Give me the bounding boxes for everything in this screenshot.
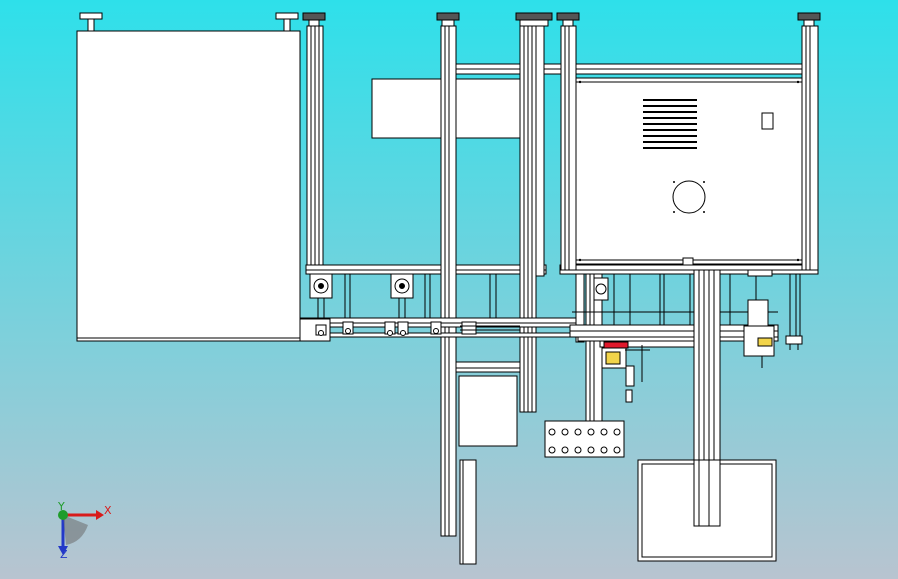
z-axis-label: Z: [60, 548, 68, 561]
vent-grille: [643, 99, 697, 149]
cabinet-window: [761, 112, 774, 130]
center-column-right[interactable]: [515, 12, 553, 413]
stepper-motor-middle[interactable]: [386, 273, 418, 319]
left-cabinet-panel[interactable]: [76, 12, 301, 342]
electrical-cabinet[interactable]: [575, 77, 803, 266]
z-axis-arrowhead: [58, 546, 68, 555]
collection-bin[interactable]: [637, 459, 777, 562]
cabinet-round-fan[interactable]: [672, 180, 706, 214]
x-axis-label: X: [104, 504, 112, 517]
y-axis-label: Y: [58, 500, 65, 513]
triad-shadow: [63, 515, 88, 545]
stepper-motor-left[interactable]: [305, 273, 337, 319]
y-axis-dot: [58, 510, 68, 520]
right-lower-mechanism[interactable]: [569, 269, 803, 439]
x-axis-arrowhead: [96, 510, 104, 520]
lower-center-frame[interactable]: [455, 361, 521, 565]
perforated-plate[interactable]: [544, 420, 625, 458]
rail-clamps: [315, 321, 520, 336]
center-column-left[interactable]: [436, 12, 460, 537]
lower-struts: [344, 274, 497, 318]
cabinet-screws: [578, 80, 800, 262]
